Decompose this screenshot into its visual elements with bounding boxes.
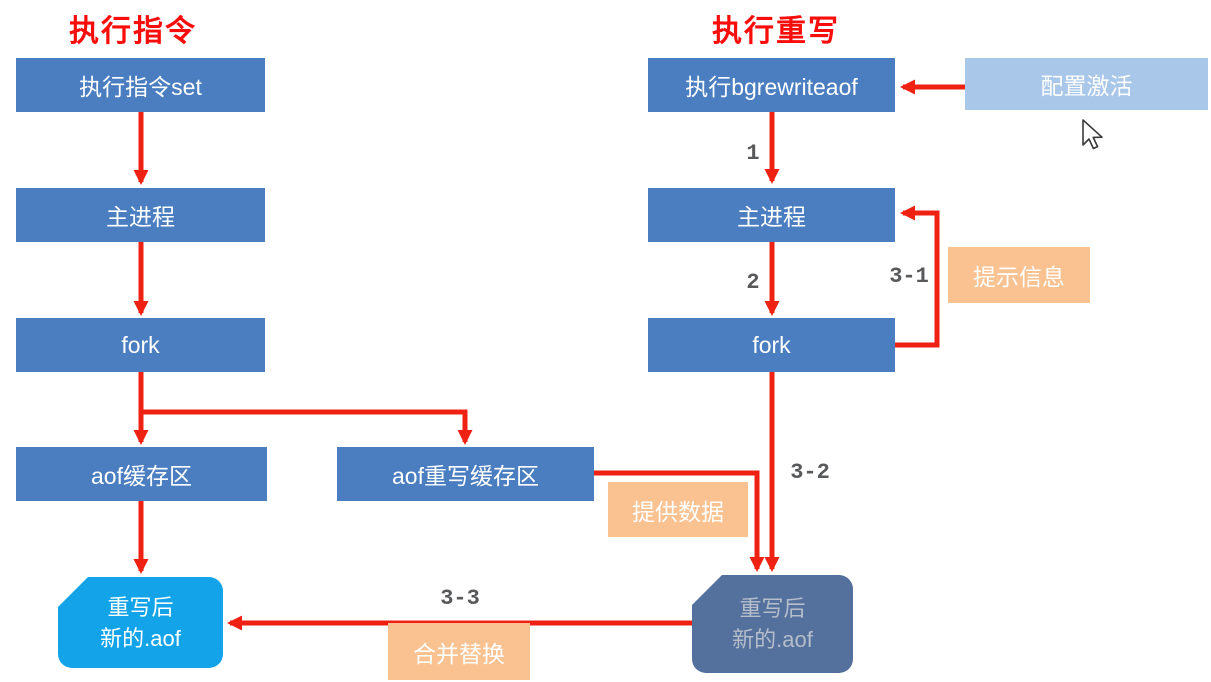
node-main-process-right: 主进程 <box>648 188 895 242</box>
node-config-activate: 配置激活 <box>965 58 1208 110</box>
step-label-2: 2 <box>746 270 760 295</box>
node-fork-left: fork <box>16 318 265 372</box>
node-exec-bgrewriteaof: 执行bgrewriteaof <box>648 58 895 112</box>
step-label-3-2: 3-2 <box>790 460 830 485</box>
node-fork-right: fork <box>648 318 895 372</box>
step-label-3-1: 3-1 <box>889 264 929 289</box>
new-aof-right-line2: 新的.aof <box>732 627 813 652</box>
annotation-merge-replace: 合并替换 <box>388 623 530 680</box>
new-aof-left-line1: 重写后 <box>107 594 174 620</box>
node-exec-set: 执行指令set <box>16 58 265 112</box>
arrow-fork-to-rewritebuffer <box>141 409 473 445</box>
node-new-aof-left: 重写后 新的.aof <box>58 577 223 668</box>
annotation-provide-data: 提供数据 <box>608 482 748 537</box>
node-aof-buffer: aof缓存区 <box>16 447 267 501</box>
node-main-process-left: 主进程 <box>16 188 265 242</box>
node-aof-rewrite-buffer: aof重写缓存区 <box>337 447 594 501</box>
mouse-cursor-icon <box>1082 119 1103 150</box>
step-label-3-3: 3-3 <box>440 586 480 611</box>
new-aof-right-line1: 重写后 <box>739 596 806 621</box>
annotation-hint-info: 提示信息 <box>948 247 1090 303</box>
node-new-aof-right: 重写后 新的.aof <box>692 575 853 673</box>
title-execute-rewrite: 执行重写 <box>712 15 840 48</box>
step-label-1: 1 <box>746 141 760 166</box>
new-aof-left-line2: 新的.aof <box>100 625 181 651</box>
title-execute-command: 执行指令 <box>69 15 197 48</box>
